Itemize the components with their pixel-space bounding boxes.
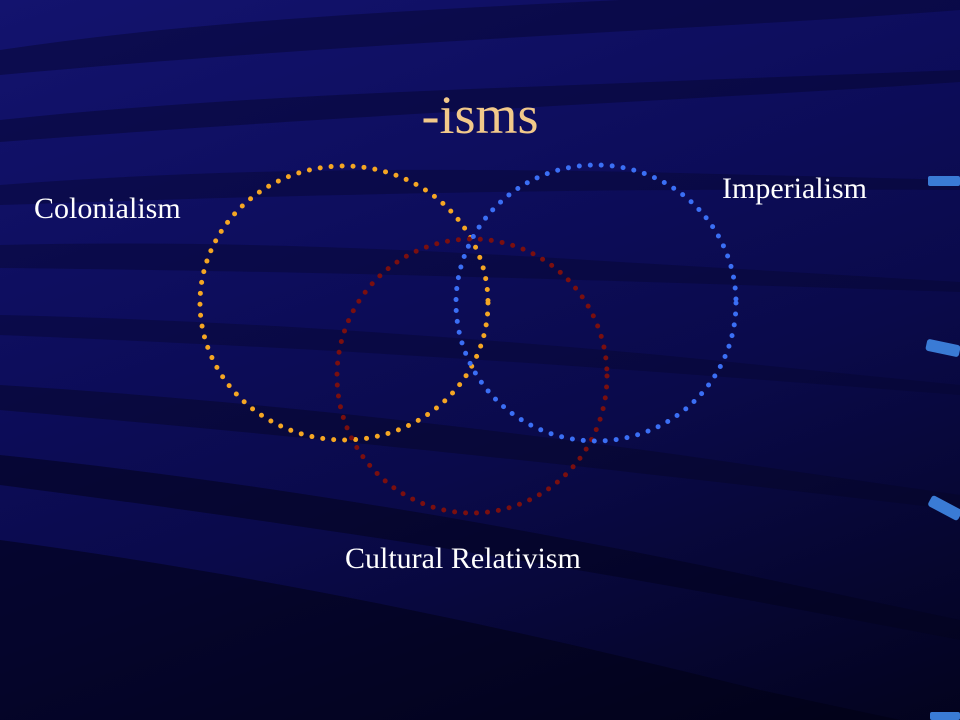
swoosh-4 [0, 243, 960, 292]
swoosh-5 [0, 315, 960, 395]
edge-accent-mark-4 [930, 712, 960, 720]
cultural-relativism-label: Cultural Relativism [345, 542, 581, 575]
swoosh-2 [0, 70, 960, 142]
swoosh-1 [0, 0, 960, 75]
colonialism-label: Colonialism [34, 192, 181, 225]
swoosh-6 [0, 385, 960, 510]
slide-title: -isms [421, 85, 539, 145]
edge-accent-mark-1 [928, 176, 960, 186]
cultural-relativism-circle [334, 236, 610, 516]
colonialism-circle [197, 163, 491, 443]
swoosh-3 [0, 169, 960, 205]
swoosh-8 [0, 540, 900, 720]
swoosh-7 [0, 455, 960, 640]
imperialism-label: Imperialism [722, 172, 867, 205]
imperialism-circle [453, 162, 739, 444]
